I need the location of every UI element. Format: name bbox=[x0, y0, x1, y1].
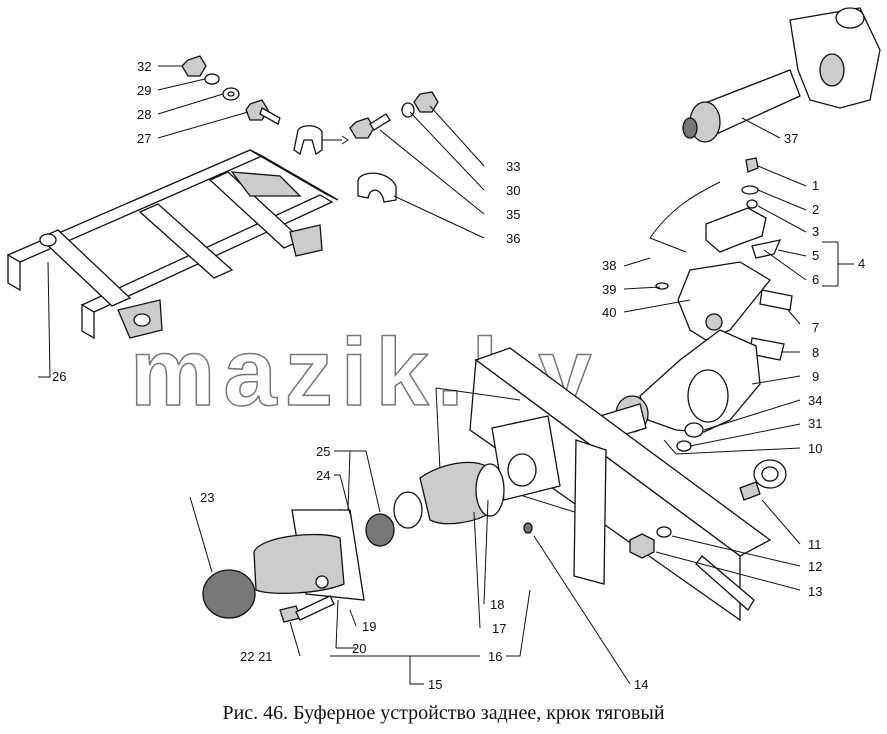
washer-2 bbox=[741, 185, 759, 195]
label-15: 15 bbox=[428, 677, 442, 692]
label-25: 25 bbox=[316, 444, 330, 459]
cylinder-20 bbox=[253, 533, 345, 595]
frame-assembly bbox=[6, 149, 339, 340]
label-11: 11 bbox=[808, 537, 822, 552]
buffer-head-23 bbox=[202, 569, 256, 619]
label-20: 20 bbox=[352, 641, 366, 656]
plate-5 bbox=[751, 239, 782, 259]
label-24: 24 bbox=[316, 468, 330, 483]
nut-32 bbox=[181, 55, 207, 77]
label-9: 9 bbox=[812, 369, 819, 384]
label-40: 40 bbox=[602, 305, 616, 320]
label-33: 33 bbox=[506, 159, 520, 174]
bolt-1 bbox=[745, 157, 759, 173]
label-28: 28 bbox=[137, 107, 151, 122]
label-19: 19 bbox=[362, 619, 376, 634]
label-6: 6 bbox=[812, 272, 819, 287]
label-5: 5 bbox=[812, 248, 819, 263]
label-7: 7 bbox=[812, 320, 819, 335]
label-2: 2 bbox=[812, 202, 819, 217]
figure-caption: Рис. 46. Буферное устройство заднее, крю… bbox=[222, 702, 665, 724]
label-34: 34 bbox=[808, 393, 822, 408]
label-36: 36 bbox=[506, 231, 520, 246]
nut-33 bbox=[413, 91, 439, 113]
label-10: 10 bbox=[808, 441, 822, 456]
washer-12 bbox=[656, 526, 672, 538]
label-29: 29 bbox=[137, 83, 151, 98]
fastener-set-top bbox=[181, 55, 439, 203]
bracket-36 bbox=[357, 172, 397, 203]
label-39: 39 bbox=[602, 282, 616, 297]
hook-assembly bbox=[599, 157, 793, 452]
label-30: 30 bbox=[506, 183, 520, 198]
label-16: 16 bbox=[488, 649, 502, 664]
label-35: 35 bbox=[506, 207, 520, 222]
sleeve-25 bbox=[393, 491, 423, 529]
clamp bbox=[293, 125, 323, 156]
buffer-assembly bbox=[202, 415, 561, 623]
fitting-14 bbox=[523, 522, 533, 534]
eye-bolt-11 bbox=[739, 459, 787, 501]
leader-lines bbox=[38, 65, 854, 685]
nut-34 bbox=[684, 422, 704, 438]
pin-7 bbox=[759, 289, 793, 311]
spring-washer-3 bbox=[746, 199, 758, 209]
bolt-35 bbox=[349, 117, 375, 139]
label-17: 17 bbox=[492, 621, 506, 636]
label-12: 12 bbox=[808, 559, 822, 574]
pin-39 bbox=[655, 282, 669, 290]
nut-13 bbox=[629, 533, 655, 559]
chain-38 bbox=[649, 181, 721, 253]
label-32: 32 bbox=[137, 59, 151, 74]
nut-21 bbox=[315, 575, 329, 589]
lock-washer-29 bbox=[204, 73, 220, 85]
label-31: 31 bbox=[808, 416, 822, 431]
label-1: 1 bbox=[812, 178, 819, 193]
hook-body-40 bbox=[677, 261, 771, 341]
nut-25 bbox=[365, 513, 395, 547]
label-4: 4 bbox=[858, 256, 865, 271]
label-26: 26 bbox=[52, 369, 66, 384]
washer-31 bbox=[676, 440, 692, 452]
label-13: 13 bbox=[808, 584, 822, 599]
label-23: 23 bbox=[200, 490, 214, 505]
cardan-shaft-37 bbox=[682, 7, 881, 143]
part-labels: 32 29 28 27 33 30 35 36 26 37 1 2 3 5 6 … bbox=[52, 59, 865, 692]
label-14: 14 bbox=[634, 677, 648, 692]
label-18: 18 bbox=[490, 597, 504, 612]
label-8: 8 bbox=[812, 345, 819, 360]
label-22-21: 22 21 bbox=[240, 649, 273, 664]
label-27: 27 bbox=[137, 131, 151, 146]
label-3: 3 bbox=[812, 224, 819, 239]
label-37: 37 bbox=[784, 131, 798, 146]
label-38: 38 bbox=[602, 258, 616, 273]
latch-6 bbox=[705, 207, 767, 253]
